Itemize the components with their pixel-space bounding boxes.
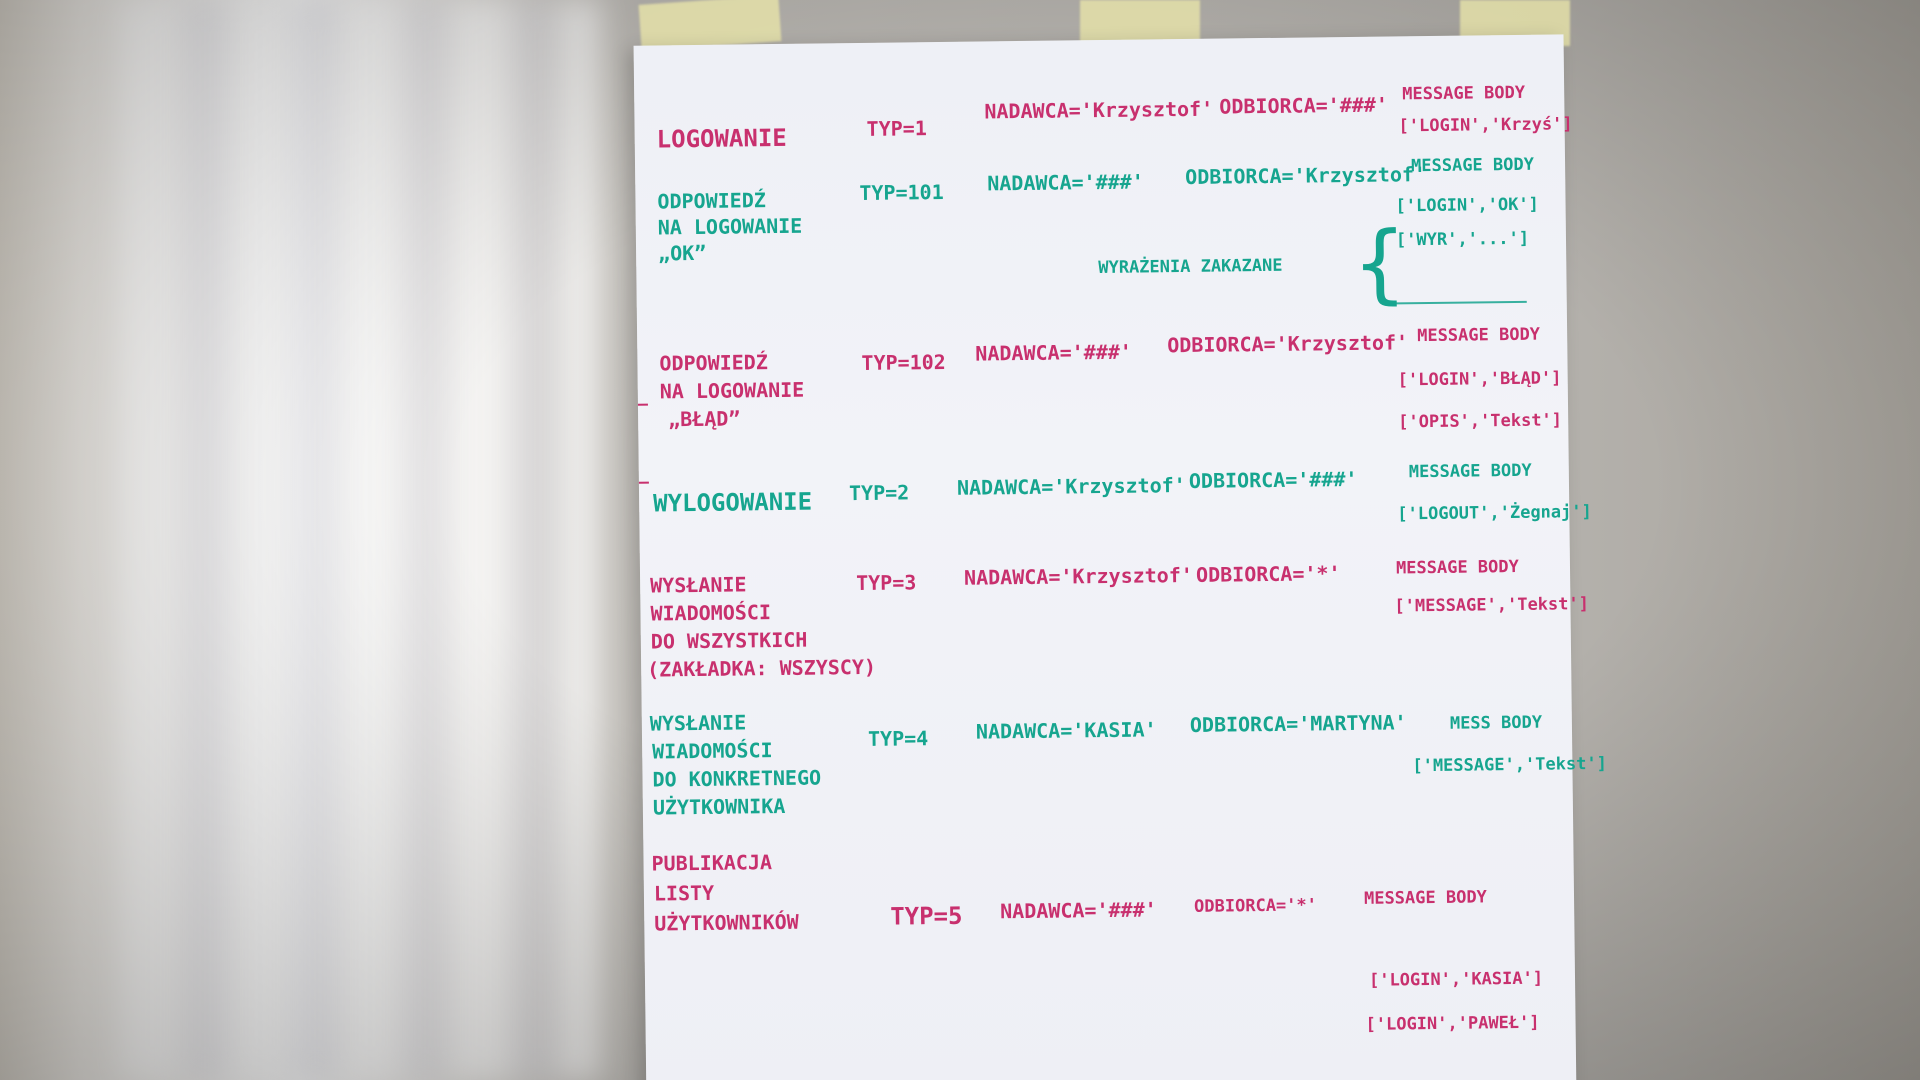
row-label-line: LISTY — [653, 880, 715, 906]
row-nadawca: NADAWCA='Krzysztof' — [984, 96, 1214, 124]
row-label-wylogowanie: WYLOGOWANIE — [652, 487, 813, 518]
row-typ: TYP=2 — [848, 480, 910, 506]
row-label-line: NA LOGOWANIE — [657, 213, 803, 240]
row-nadawca: NADAWCA='###' — [1000, 897, 1157, 924]
row-odbiorca: ODBIORCA='Krzysztof' — [1167, 330, 1409, 358]
row-odbiorca: ODBIORCA='###' — [1188, 466, 1358, 493]
row-label-line: WIADOMOŚCI — [652, 738, 773, 764]
row-body-line: ['WYR','...'] — [1395, 228, 1530, 251]
row-body-line: ['MESSAGE','Tekst'] — [1394, 594, 1590, 617]
underline-mark — [1388, 300, 1527, 305]
row-typ: TYP=102 — [861, 349, 946, 375]
row-typ: TYP=1 — [866, 116, 927, 141]
row-body-line: ['LOGOUT','Żegnaj'] — [1397, 502, 1592, 525]
row-body-label: MESSAGE BODY — [1408, 460, 1532, 483]
row-label-line: (ZAKŁADKA: WSZYSCY) — [647, 654, 877, 682]
row-odbiorca: ODBIORCA='*' — [1194, 895, 1318, 917]
row-body-line: ['LOGIN','Krzyś'] — [1398, 114, 1573, 137]
row-body-line: ['MESSAGE','Tekst'] — [1412, 753, 1607, 777]
row-label-line: ODPOWIEDŹ — [659, 350, 768, 376]
row-label-line: NA LOGOWANIE — [659, 377, 805, 404]
row-label-line: WYSŁANIE — [649, 710, 747, 736]
row-typ: TYP=5 — [890, 901, 963, 931]
row-typ: TYP=4 — [867, 726, 929, 751]
margin-dash — [637, 403, 648, 406]
row-label-line: PUBLIKACJA — [651, 850, 773, 876]
row-label-line: WYSŁANIE — [650, 572, 747, 598]
row-nadawca: NADAWCA='###' — [987, 169, 1144, 196]
row-body-line: ['LOGIN','OK'] — [1395, 194, 1539, 217]
row-label-line: UŻYTKOWNIKA — [652, 793, 786, 820]
row-body-label: MESSAGE BODY — [1410, 154, 1535, 177]
row-typ: TYP=3 — [855, 570, 917, 596]
row-nadawca: NADAWCA='KASIA' — [975, 717, 1157, 744]
window-blind-light — [120, 0, 600, 1080]
row-label-line: DO KONKRETNEGO — [652, 765, 822, 792]
row-odbiorca: ODBIORCA='Krzysztof' — [1185, 162, 1427, 189]
row-label-logowanie: LOGOWANIE — [656, 123, 787, 154]
forbidden-words-note: WYRAŻENIA ZAKAZANE — [1098, 255, 1283, 279]
row-label-line: „OK” — [657, 240, 707, 266]
row-typ: TYP=101 — [859, 179, 944, 205]
paper-sheet: LOGOWANIE TYP=1 NADAWCA='Krzysztof' ODBI… — [633, 34, 1607, 1080]
row-nadawca: NADAWCA='###' — [975, 339, 1133, 366]
row-body-label: MESSAGE BODY — [1363, 887, 1487, 909]
curly-brace-mark: { — [1351, 213, 1408, 314]
margin-dash — [638, 481, 649, 484]
row-label-line: „BŁĄD” — [667, 406, 741, 432]
row-body-line: ['LOGIN','PAWEŁ'] — [1365, 1012, 1540, 1035]
row-body-line: ['OPIS','Tekst'] — [1398, 410, 1563, 433]
row-body-label: MESSAGE BODY — [1417, 324, 1541, 347]
row-body-line: ['LOGIN','BŁĄD'] — [1397, 368, 1562, 391]
row-body-label: MESSAGE BODY — [1395, 556, 1519, 579]
row-body-label: MESS BODY — [1449, 712, 1543, 734]
row-nadawca: NADAWCA='Krzysztof' — [956, 473, 1186, 500]
row-odbiorca: ODBIORCA='MARTYNA' — [1189, 710, 1407, 737]
row-label-line: WIADOMOŚCI — [650, 600, 772, 626]
row-nadawca: NADAWCA='Krzysztof' — [963, 562, 1193, 590]
row-body-line: ['LOGIN','KASIA'] — [1368, 968, 1544, 991]
row-odbiorca: ODBIORCA='###' — [1219, 92, 1389, 119]
row-label-line: ODPOWIEDŹ — [657, 188, 766, 214]
row-label-line: UŻYTKOWNIKÓW — [654, 909, 799, 936]
row-body-label: MESSAGE BODY — [1402, 82, 1526, 105]
row-odbiorca: ODBIORCA='*' — [1195, 561, 1341, 587]
row-label-line: DO WSZYSTKICH — [650, 627, 808, 654]
